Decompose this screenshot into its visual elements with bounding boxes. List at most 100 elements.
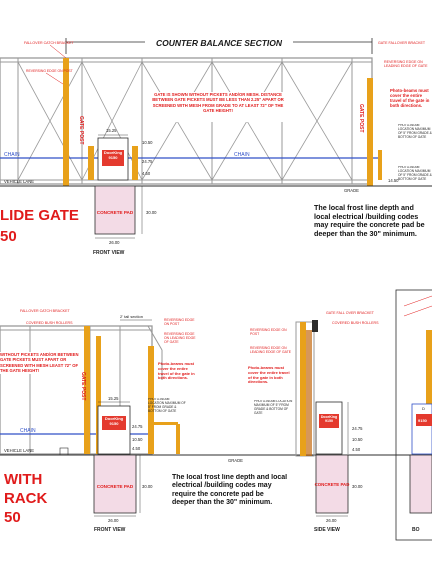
concrete-pad-label: CONCRETE PAD (97, 210, 134, 215)
concrete-pad-label-bottom: CONCRETE PAD (97, 484, 134, 489)
model-label-bottom-line3: 50 (4, 509, 21, 526)
leader-line (403, 295, 432, 307)
right-panel: 9150 D BO (395, 289, 432, 541)
leader-line (45, 72, 64, 85)
side-concrete-pad (315, 454, 349, 514)
operator-label-bottom: DoorKing 9150 (104, 417, 124, 426)
tail-section-brace (147, 325, 163, 351)
photo-beam-post-far (378, 150, 382, 180)
side-roller (312, 320, 318, 332)
side-post (300, 322, 306, 456)
dim-10-50-top: 10.50 (142, 140, 153, 145)
dim-30-00-bottom: 30.00 (142, 484, 153, 489)
operator-label-bg-bottom (102, 416, 126, 430)
frost-note: The local frost line depth and local ele… (314, 204, 425, 238)
dim-26-00-bottom: 26.00 (108, 518, 119, 523)
gate-note-bottom: WITHOUT PICKETS AND/OR BETWEEN GATE PICK… (0, 352, 82, 374)
photo-beam-arm (152, 422, 178, 425)
photo-beam-post-right (132, 146, 138, 180)
photo-location-box-2: PHOTO-BEAM LOCATION MAXIMUM OF 5" FROM G… (398, 166, 432, 181)
side-reversing-post: REVERSING EDGE ON POST (250, 328, 287, 337)
gate-note: GATE IS SHOWN WITHOUT PICKETS AND/OR MES… (152, 92, 284, 114)
gate-post-left (63, 58, 69, 186)
gate-post-label-right: GATE POST (358, 104, 364, 133)
side-concrete-label: CONCRETE PAD (315, 482, 350, 487)
side-photo-note-box: Photo-beams must cover the entire travel… (248, 366, 290, 385)
photo-location-note-2: PHOTO-BEAM LOCATION MAXIMUM OF 5" FROM G… (398, 166, 432, 181)
note-reversing-edge: REVERSING EDGE ON LEADING EDGE OF GATE (384, 60, 428, 69)
dim-30-00: 30.00 (146, 210, 157, 215)
right-panel-operator (411, 403, 432, 455)
side-gate-fallover: GATE FALL OVER BRACKET (326, 311, 375, 315)
side-covered-wheel: COVERED BUSH ROLLERS (332, 321, 379, 325)
section-title: COUNTER BALANCE SECTION (156, 38, 283, 48)
chain-label-right: CHAIN (234, 152, 250, 158)
right-panel-op-label: 9150 (418, 418, 428, 423)
right-panel-border (395, 289, 432, 541)
gate-post-right (367, 78, 373, 186)
frost-note-box: The local frost line depth and local ele… (314, 204, 425, 238)
note-fallover-catch-bottom: FALLOVER CATCH BRACKET (20, 309, 70, 313)
side-operator-label-bg (319, 414, 339, 428)
side-operator-label-box: DoorKing 9150 (320, 415, 338, 424)
side-dim-26-00: 26.00 (326, 518, 337, 523)
title-bg (145, 36, 293, 48)
gate-wheel (59, 447, 69, 456)
dim-10-50-bottom: 10.50 (132, 437, 143, 442)
gate-post-bottom-right (148, 346, 154, 454)
note-reversing-edge-box-bottom: REVERSING EDGE ON LEADING EDGE OF GATE (164, 332, 196, 345)
note-covered-wheel-bottom: COVERED BUSH ROLLERS (26, 321, 73, 325)
chain-label-bottom: CHAIN (20, 428, 36, 434)
side-dim-24-75: 24.75 (352, 426, 363, 431)
frost-note-bottom: The local frost line depth and local ele… (172, 474, 288, 507)
dim-14-50: 14.50 (388, 178, 399, 183)
leader-line (49, 44, 67, 59)
side-operator-label: DoorKing 9150 (320, 415, 338, 424)
photo-beam-note: Photo-beams must cover the entire travel… (390, 88, 430, 109)
right-panel-post (426, 330, 432, 454)
model-label-bottom-line2: RACK (4, 490, 47, 507)
model-label-bottom-line1: WITH (4, 471, 42, 488)
leader-line (403, 305, 432, 317)
gate-post-bottom-2 (96, 336, 101, 454)
front-view-label-bottom: FRONT VIEW (94, 527, 126, 533)
side-reversing-edge-box: REVERSING EDGE ON LEADING EDGE OF GATE (250, 346, 292, 355)
chain-label-left: CHAIN (4, 152, 20, 158)
right-panel-view-label: BO (412, 527, 420, 533)
side-post-shadow (306, 330, 312, 456)
vehicle-lane-label: VEHICLE LANE (4, 179, 34, 184)
grade-label-bottom: GRADE (228, 458, 243, 463)
side-photo-location-box: PHOTO-BEAM LOCATION MAXIMUM OF 5" FROM G… (254, 400, 293, 415)
bottom-drawing: 2' tail section CHAIN GATE POST FALLOVER… (0, 289, 432, 541)
photo-beam-post-left (88, 146, 94, 180)
side-dim-4-50: 4.50 (352, 447, 361, 452)
side-dim-30-00: 30.00 (352, 484, 363, 489)
photo-note-box-bottom: Photo-beams must cover the entire travel… (158, 362, 195, 381)
photo-beam-post-bottom (176, 424, 180, 454)
side-reversing-post-box: REVERSING EDGE ON POST (250, 328, 287, 337)
grade-label: GRADE (344, 188, 359, 193)
right-panel-operator-label-bg (416, 414, 432, 426)
gate-post-label-left: GATE POST (78, 116, 84, 145)
operator-label-box-bottom: DoorKing 9150 (104, 417, 124, 426)
note-reversing-edge-bottom: REVERSING EDGE ON LEADING EDGE OF GATE (164, 332, 196, 345)
side-reversing-edge: REVERSING EDGE ON LEADING EDGE OF GATE (250, 346, 292, 355)
gate-note-box: GATE IS SHOWN WITHOUT PICKETS AND/OR MES… (152, 92, 284, 114)
photo-location-box-bottom: PHOTO-BEAM LOCATION MAXIMUM OF 5" FROM G… (148, 398, 186, 413)
dim-15-25: 15.25 (106, 128, 117, 133)
side-photo-location: PHOTO-BEAM LOCATION MAXIMUM OF 5" FROM G… (254, 400, 293, 415)
note-reversing-post-bottom: REVERSING EDGE ON POST (164, 318, 195, 327)
operator-label-box: DoorKing 9150 (104, 151, 122, 160)
side-photo-note: Photo-beams must cover the entire travel… (248, 366, 290, 385)
gate-note-bg (150, 92, 286, 122)
top-drawing: COUNTER BALANCE SECTION CHAIN CHAIN GAT (0, 36, 432, 256)
photo-location-note-bottom: PHOTO-BEAM LOCATION MAXIMUM OF 5" FROM G… (148, 398, 186, 413)
gate-post-label-bottom: GATE POST (80, 372, 86, 401)
gate-post-bottom (84, 326, 90, 454)
photo-beam-note-bottom: Photo-beams must cover the entire travel… (158, 362, 195, 381)
model-label-line2: 50 (0, 228, 17, 245)
concrete-pad-bottom (93, 454, 137, 514)
front-view-label: FRONT VIEW (93, 250, 125, 256)
dim-26-00: 26.00 (109, 240, 120, 245)
